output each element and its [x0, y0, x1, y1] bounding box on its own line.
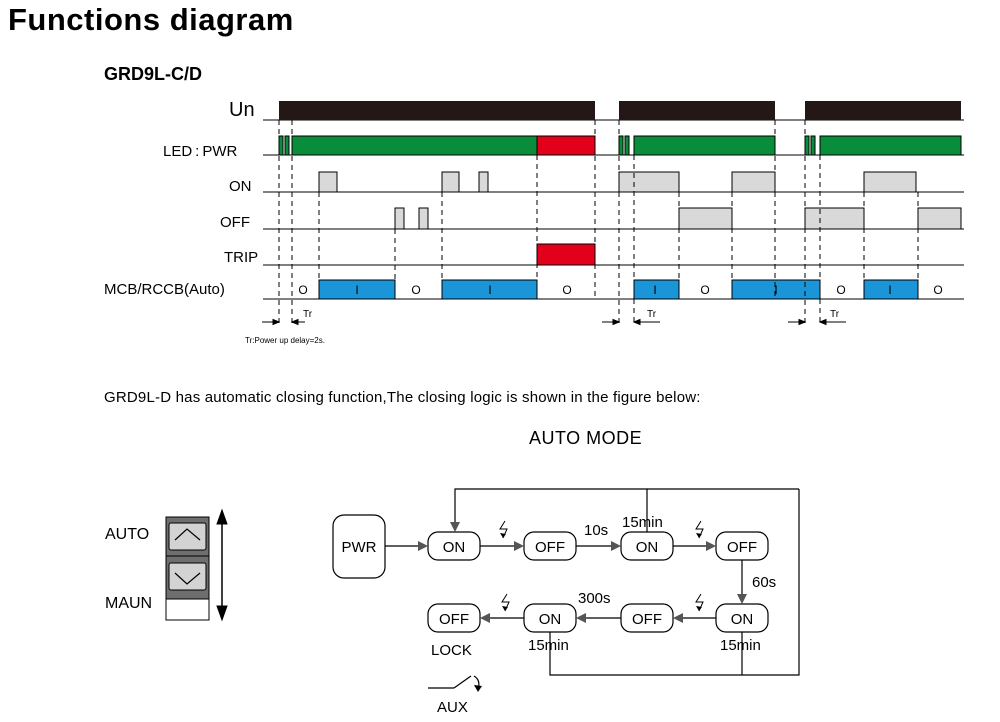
svg-text:O: O [298, 283, 307, 297]
auto-close-description: GRD9L-D has automatic closing function,T… [104, 389, 701, 406]
aux-label: AUX [437, 699, 468, 716]
delay-10s-label: 10s [584, 522, 608, 539]
tr-label: Tr [830, 309, 840, 320]
row-label-mcb-rccb: MCB/RCCB(Auto) [104, 281, 225, 298]
dashed-markers [278, 120, 919, 326]
node-off-1-label: OFF [535, 539, 565, 556]
node-on-4-label: ON [539, 611, 562, 628]
delay-15min-left-label: 15min [528, 637, 569, 654]
trip-bar [536, 243, 596, 266]
flow-edge-labels: 10s 15min 60s 300s 15min 15min LOCK AUX [431, 514, 776, 716]
model-label: GRD9L-C/D [104, 64, 202, 84]
svg-text:I: I [355, 283, 358, 297]
tr-label: Tr [303, 309, 313, 320]
lock-label: LOCK [431, 642, 472, 659]
switch-up-key [168, 522, 207, 551]
trip-lightning-icons [499, 520, 704, 612]
row-label-on: ON [229, 178, 252, 195]
led-green-bar-2 [633, 135, 776, 156]
row-label-trip: TRIP [224, 249, 259, 266]
node-off-2-label: OFF [727, 539, 757, 556]
svg-text:I: I [488, 283, 491, 297]
flow-node-labels: PWR ON OFF ON OFF ON OFF ON OFF [342, 539, 758, 628]
svg-text:I: I [774, 283, 777, 297]
mcb-closed-bars [318, 279, 919, 300]
un-bar-2 [619, 101, 775, 120]
led-green-bar-1 [291, 135, 538, 156]
tr-label: Tr [647, 309, 657, 320]
node-lock-off-label: OFF [439, 611, 469, 628]
node-on-2-label: ON [636, 539, 659, 556]
delay-60s-label: 60s [752, 574, 776, 591]
mode-switch [165, 508, 228, 622]
aux-contact-icon [428, 675, 480, 691]
switch-arrow-up-icon [216, 508, 228, 525]
delay-15min-right-label: 15min [720, 637, 761, 654]
un-bar-1 [279, 101, 595, 120]
svg-text:O: O [836, 283, 845, 297]
row-label-off: OFF [220, 214, 250, 231]
switch-down-key [168, 562, 207, 591]
switch-label-maun: MAUN [105, 595, 153, 612]
node-pwr-label: PWR [342, 539, 377, 556]
row-label-un: Un [229, 99, 255, 121]
auto-mode-title: AUTO MODE [529, 428, 643, 448]
svg-text:I: I [653, 283, 656, 297]
flow-arrowheads [418, 522, 747, 623]
un-bar-3 [805, 101, 961, 120]
on-pulses [318, 171, 917, 193]
auto-mode-flow [332, 488, 800, 676]
off-pulses [394, 207, 962, 230]
switch-arrow-down-icon [216, 605, 228, 622]
trip-lightning-tips [500, 533, 702, 611]
switch-label-auto: AUTO [105, 526, 150, 543]
delay-15min-top-label: 15min [622, 514, 663, 531]
led-green-bar-3 [819, 135, 962, 156]
un-supply-bars [279, 101, 961, 120]
svg-text:O: O [411, 283, 420, 297]
tr-markers [262, 318, 846, 326]
svg-text:O: O [933, 283, 942, 297]
mcb-state-letters: O I O I O I O I O I O [298, 283, 942, 297]
power-up-delay-note: Tr:Power up delay=2s. [245, 336, 325, 345]
svg-text:I: I [888, 283, 891, 297]
page-title: Functions diagram [8, 2, 294, 37]
node-off-3-label: OFF [632, 611, 662, 628]
node-on-3-label: ON [731, 611, 754, 628]
svg-text:O: O [700, 283, 709, 297]
row-label-led-pwr: LED : PWR [163, 143, 238, 160]
led-pwr-bars [278, 135, 962, 156]
svg-text:O: O [562, 283, 571, 297]
node-on-1-label: ON [443, 539, 466, 556]
led-red-bar [536, 135, 596, 156]
delay-300s-label: 300s [578, 590, 611, 607]
